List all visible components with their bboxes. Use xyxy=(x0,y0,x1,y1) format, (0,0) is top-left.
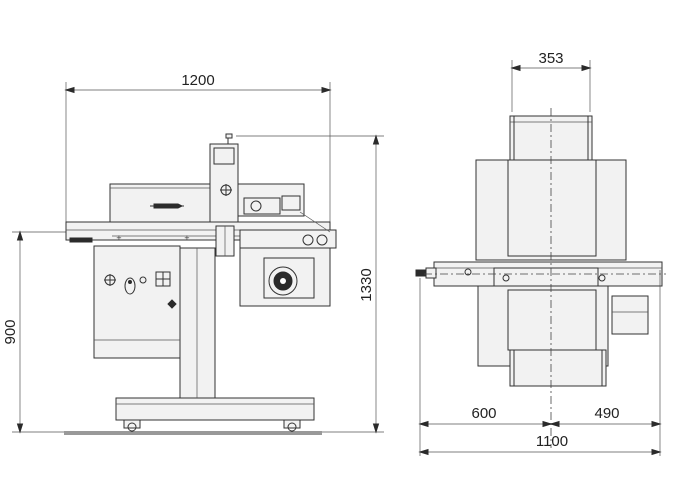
top-guard xyxy=(509,115,593,161)
dimension-1330: 1330 xyxy=(236,134,384,434)
dimension-label-1200: 1200 xyxy=(181,72,214,89)
side-view: 1200 1330 900 xyxy=(2,72,384,435)
caster-wheel-left xyxy=(123,419,141,432)
front-view: 353 xyxy=(415,50,666,456)
dimension-label-600: 600 xyxy=(471,405,496,422)
dimension-label-900: 900 xyxy=(2,319,19,344)
saw-guard-housing xyxy=(109,183,211,223)
dimension-490: 490 xyxy=(549,270,662,456)
machine-column xyxy=(179,247,216,399)
dimension-1100: 1100 xyxy=(418,433,662,456)
feed-unit-housing xyxy=(237,183,305,217)
dimension-label-1330: 1330 xyxy=(358,268,375,301)
vertical-motor-housing xyxy=(209,143,239,223)
dimension-label-353: 353 xyxy=(538,50,563,67)
front-legs xyxy=(509,349,607,387)
dimension-label-1100: 1100 xyxy=(536,433,568,450)
caster-wheel-right xyxy=(283,419,301,432)
electrical-cabinet xyxy=(93,245,181,359)
center-housing xyxy=(507,159,597,257)
dimension-600: 600 xyxy=(418,278,553,456)
dimension-1200: 1200 xyxy=(64,72,332,230)
lower-housing xyxy=(507,289,597,351)
svg-text:+: + xyxy=(184,234,190,242)
dimension-900: 900 xyxy=(2,230,90,434)
svg-text:+: + xyxy=(116,234,122,242)
handwheel xyxy=(415,267,437,279)
side-motor xyxy=(611,295,649,335)
cabinet-controls xyxy=(104,271,177,309)
machine-base xyxy=(115,397,315,421)
dimension-label-490: 490 xyxy=(594,405,619,422)
dimension-353: 353 xyxy=(510,50,592,112)
